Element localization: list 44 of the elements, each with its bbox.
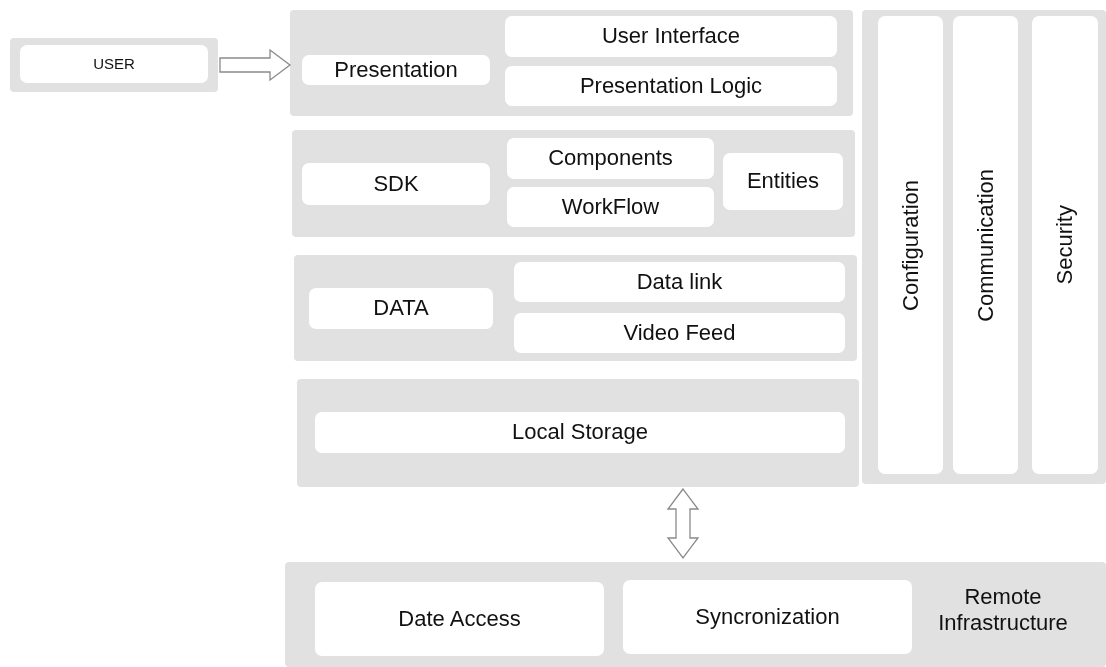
component-box [878,16,943,474]
component-box [315,582,604,656]
component-label: USER [93,55,135,73]
component-label: User Interface [601,24,741,49]
component-box [514,313,845,353]
component-box [1032,16,1098,474]
component-label: Security [1052,205,1078,285]
component-label: Video Feed [623,320,736,346]
component-label: Communication [972,168,999,322]
component-label: Local Storage [512,420,648,445]
layer-panel [292,130,855,237]
component-box [514,262,845,302]
component-box [309,288,493,329]
component-label: Date Access [398,606,521,632]
layer-panel [10,38,218,92]
component-box [302,163,490,205]
component-label: Entities [746,169,820,194]
layer-title: Remote Infrastructure [937,584,1069,637]
component-box [315,412,845,453]
component-label: Presentation [334,57,458,83]
layer-panel [294,255,857,361]
layer-panel [297,379,859,487]
block-arrow [666,487,700,560]
component-box [953,16,1018,474]
layer-panel [290,10,853,116]
component-box [507,138,714,179]
component-label: Components [548,146,673,171]
component-box [723,153,843,210]
component-label: Configuration [897,179,924,311]
block-arrow [219,48,292,82]
component-label: WorkFlow [561,194,660,220]
component-label: DATA [373,296,429,321]
layer-panel [862,10,1106,484]
component-label: Presentation Logic [579,73,763,99]
component-label: Data link [636,269,723,295]
component-box [507,187,714,227]
component-label: SDK [373,171,419,197]
component-box [623,580,912,654]
component-label: Syncronization [695,604,840,630]
component-box [302,55,490,85]
component-box [20,45,208,83]
component-box [505,16,837,57]
layer-panel [285,562,1106,667]
component-box [505,66,837,106]
